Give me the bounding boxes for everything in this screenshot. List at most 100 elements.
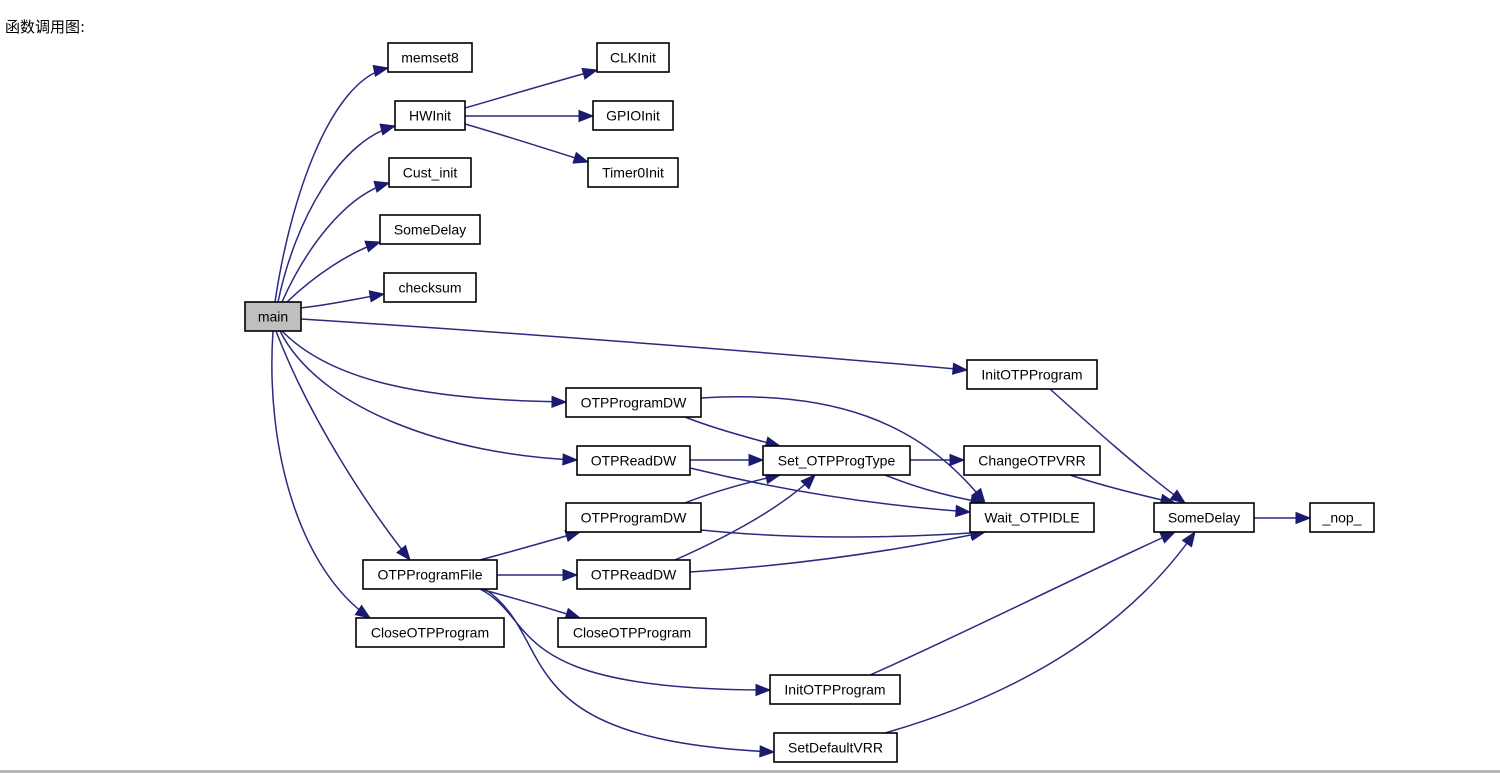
edge-line: [275, 330, 411, 561]
node-label: SetDefaultVRR: [788, 740, 883, 756]
node-gpioinit[interactable]: GPIOInit: [592, 100, 674, 131]
edge-line: [271, 330, 371, 619]
edge-line: [700, 529, 986, 538]
node-label: GPIOInit: [606, 108, 660, 124]
node-timer0init[interactable]: Timer0Init: [587, 157, 679, 188]
arrowhead-icon: [364, 240, 382, 253]
node-label: Cust_init: [403, 165, 458, 181]
node-label: SomeDelay: [394, 222, 466, 238]
edge-setprogtype-to-waitidle: [884, 474, 987, 507]
node-box: [388, 157, 472, 188]
edge-line: [479, 531, 581, 561]
edge-line: [274, 67, 389, 303]
bottom-divider: [0, 770, 1500, 773]
node-setprogtype[interactable]: Set_OTPProgType: [762, 445, 911, 476]
edge-line: [464, 123, 589, 163]
edge-line: [684, 474, 781, 504]
edge-line: [300, 318, 968, 371]
arrowhead-icon: [759, 745, 776, 758]
edge-line: [884, 531, 1196, 734]
arrowhead-icon: [800, 474, 816, 490]
edge-otpreaddw2-to-setprogtype: [674, 474, 816, 561]
node-label: ChangeOTPVRR: [978, 453, 1085, 469]
node-label: CloseOTPProgram: [371, 625, 489, 641]
arrowhead-icon: [755, 683, 772, 697]
arrowhead-icon: [955, 504, 972, 518]
node-label: OTPProgramFile: [377, 567, 482, 583]
node-closeotp2[interactable]: CloseOTPProgram: [557, 617, 707, 648]
node-box: [565, 502, 702, 533]
edge-line: [281, 330, 567, 403]
edge-otpprogfile-to-setdefvrr: [484, 588, 776, 758]
arrowhead-icon: [373, 180, 391, 193]
edge-otpprogfile-to-otpreaddw2: [497, 568, 579, 582]
node-box: [1153, 502, 1255, 533]
edge-line: [869, 531, 1176, 676]
edge-changevrr-to-somedelay2: [1069, 474, 1177, 506]
edge-otpprogdw1-to-setprogtype: [684, 416, 782, 449]
edge-line: [479, 588, 581, 619]
edge-main-to-closeotp1: [271, 330, 372, 619]
node-clkinit[interactable]: CLKInit: [596, 42, 670, 73]
node-hwinit[interactable]: HWInit: [394, 100, 466, 131]
arrowhead-icon: [372, 64, 390, 78]
node-somedelay2[interactable]: SomeDelay: [1153, 502, 1255, 533]
edge-otpreaddw1-to-waitidle: [689, 467, 972, 518]
node-main[interactable]: main: [244, 301, 302, 332]
node-label: OTPReadDW: [591, 453, 677, 469]
edge-somedelay2-to-nop: [1254, 511, 1312, 525]
node-otpreaddw2[interactable]: OTPReadDW: [576, 559, 691, 590]
node-label: OTPProgramDW: [581, 510, 688, 526]
node-label: SomeDelay: [1168, 510, 1240, 526]
node-setdefvrr[interactable]: SetDefaultVRR: [773, 732, 898, 763]
node-somedelay1[interactable]: SomeDelay: [379, 214, 481, 245]
node-label: InitOTPProgram: [784, 682, 885, 698]
edge-line: [1049, 388, 1186, 504]
node-box: [576, 559, 691, 590]
edge-main-to-checksum: [299, 290, 386, 309]
node-box: [773, 732, 898, 763]
arrowhead-icon: [748, 453, 765, 467]
node-changevrr[interactable]: ChangeOTPVRR: [963, 445, 1101, 476]
node-otpprogfile[interactable]: OTPProgramFile: [362, 559, 498, 590]
edge-otpreaddw2-to-waitidle: [689, 528, 987, 573]
node-box: [565, 387, 702, 418]
edge-line: [464, 69, 598, 109]
node-box: [379, 214, 481, 245]
node-box: [969, 502, 1095, 533]
edge-main-to-initotp1: [300, 318, 969, 375]
edge-otpprogdw2-to-waitidle: [700, 526, 987, 540]
node-box: [592, 100, 674, 131]
edge-line: [689, 467, 971, 513]
edge-line: [884, 474, 986, 504]
node-initotp2[interactable]: InitOTPProgram: [769, 674, 901, 705]
node-initotp1[interactable]: InitOTPProgram: [966, 359, 1098, 390]
node-checksum[interactable]: checksum: [383, 272, 477, 303]
node-otpprogdw2[interactable]: OTPProgramDW: [565, 502, 702, 533]
node-otpprogdw1[interactable]: OTPProgramDW: [565, 387, 702, 418]
node-memset8[interactable]: memset8: [387, 42, 473, 73]
node-box: [1309, 502, 1375, 533]
arrowhead-icon: [562, 568, 579, 582]
node-closeotp1[interactable]: CloseOTPProgram: [355, 617, 505, 648]
node-box: [576, 445, 691, 476]
node-nop[interactable]: _nop_: [1309, 502, 1375, 533]
edge-hwinit-to-timer0init: [464, 123, 590, 164]
edge-line: [689, 531, 986, 573]
edge-line: [286, 241, 381, 303]
edge-otpprogfile-to-closeotp2: [479, 588, 582, 620]
node-waitidle[interactable]: Wait_OTPIDLE: [969, 502, 1095, 533]
node-box: [557, 617, 707, 648]
node-box: [587, 157, 679, 188]
node-box: [362, 559, 498, 590]
node-otpreaddw1[interactable]: OTPReadDW: [576, 445, 691, 476]
node-custinit[interactable]: Cust_init: [388, 157, 472, 188]
edge-line: [277, 125, 396, 303]
arrowhead-icon: [581, 67, 599, 80]
edge-main-to-otpprogfile: [275, 330, 411, 562]
edge-line: [281, 182, 390, 303]
node-label: Timer0Init: [602, 165, 664, 181]
edge-main-to-somedelay1: [286, 240, 382, 303]
